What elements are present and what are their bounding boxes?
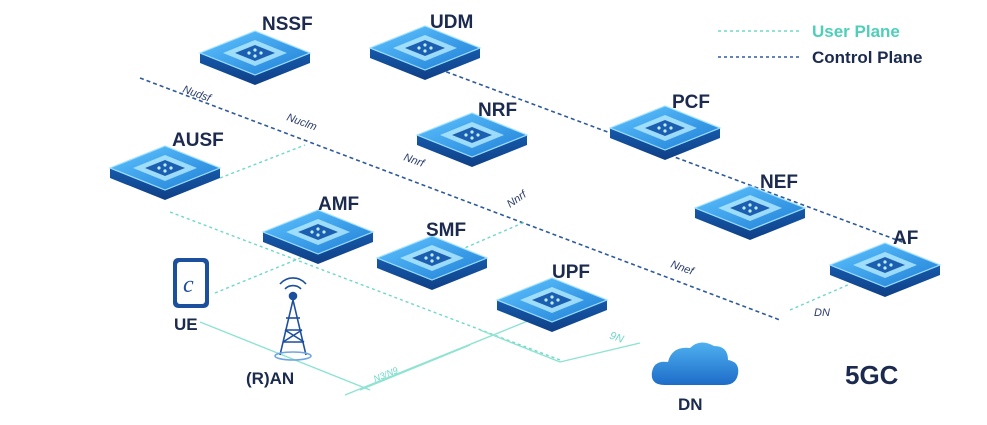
- iface-label-n3: N3/N9: [372, 365, 399, 384]
- dn-label: DN: [678, 395, 703, 414]
- svg-text:c: c: [183, 272, 194, 298]
- smartphone-icon: c: [173, 258, 209, 308]
- user-plane-solid-links: [199, 307, 641, 396]
- node-label-nssf: NSSF: [262, 14, 313, 35]
- control-link-main: [139, 77, 781, 321]
- node-label-amf: AMF: [318, 194, 359, 215]
- user-link-upf-n6: [479, 329, 561, 363]
- diagram-title: 5GC: [845, 360, 899, 390]
- node-ausf[interactable]: AUSF: [109, 130, 224, 201]
- node-label-nrf: NRF: [478, 100, 517, 121]
- node-label-pcf: PCF: [672, 92, 710, 113]
- node-label-upf: UPF: [552, 262, 590, 283]
- node-nef[interactable]: NEF: [694, 172, 806, 241]
- user-plane-links: [169, 144, 851, 361]
- ran-node[interactable]: (R)AN: [246, 277, 312, 388]
- node-amf[interactable]: AMF: [262, 194, 374, 265]
- node-upf[interactable]: UPF: [496, 262, 608, 333]
- ran-label: (R)AN: [246, 369, 294, 388]
- node-label-af: AF: [893, 228, 918, 249]
- node-nrf[interactable]: NRF: [416, 100, 528, 168]
- cloud-icon: [651, 342, 739, 385]
- node-label-ausf: AUSF: [172, 130, 224, 151]
- user-link-n6-end: [559, 342, 641, 363]
- iface-label-nnrf-2: Nnrf: [505, 188, 530, 210]
- iface-label-nudsf: Nudsf: [181, 84, 213, 105]
- iface-label-n6: N6: [608, 328, 626, 344]
- dn-node[interactable]: DN: [651, 342, 739, 414]
- iface-label-nuclm: Nuclm: [285, 112, 318, 134]
- legend-user-plane-label: User Plane: [812, 22, 900, 41]
- user-link-ausf-nuclm: [219, 144, 306, 179]
- node-smf[interactable]: SMF: [376, 220, 488, 291]
- node-label-udm: UDM: [430, 12, 473, 33]
- node-label-smf: SMF: [426, 220, 466, 241]
- node-label-nef: NEF: [760, 172, 798, 193]
- legend-control-plane-label: Control Plane: [812, 48, 923, 67]
- ue-label: UE: [174, 315, 198, 334]
- control-plane-links: [139, 61, 906, 321]
- control-link-udm-af: [419, 61, 906, 244]
- iface-label-nnrf-1: Nnrf: [402, 152, 427, 171]
- user-link-ue-amf: [214, 249, 321, 294]
- iface-label-nnef: Nnef: [669, 259, 696, 279]
- node-pcf[interactable]: PCF: [609, 92, 721, 161]
- user-link-ue-bottom: [199, 321, 371, 391]
- user-link-ran-upf-2: [359, 344, 471, 391]
- user-link-dn-af: [789, 283, 851, 311]
- legend: User Plane Control Plane: [718, 22, 923, 67]
- user-link-smf-nnrf: [459, 221, 526, 251]
- ue-device[interactable]: c UE: [173, 258, 209, 334]
- antenna-tower-icon: [274, 277, 312, 361]
- node-af[interactable]: AF: [829, 228, 941, 298]
- node-nssf[interactable]: NSSF: [199, 14, 313, 86]
- iface-label-dn: DN: [814, 307, 830, 319]
- node-udm[interactable]: UDM: [369, 12, 481, 81]
